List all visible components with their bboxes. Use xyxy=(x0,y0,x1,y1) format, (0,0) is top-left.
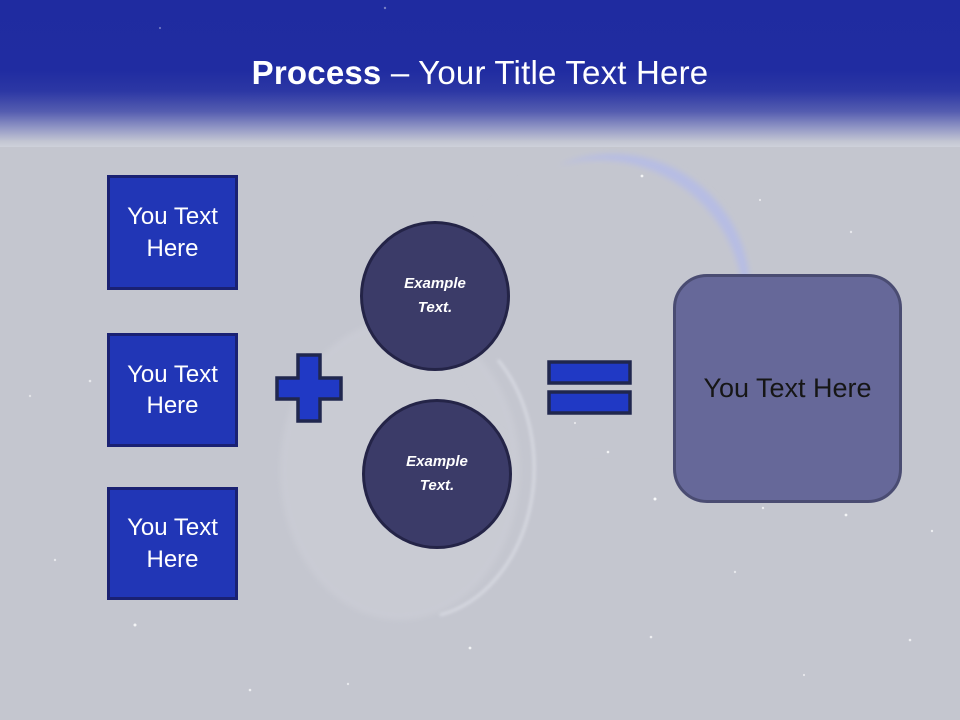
example-circle-1: Example Text. xyxy=(360,221,510,371)
input-box-1: You Text Here xyxy=(107,175,238,290)
slide-title: Process – Your Title Text Here xyxy=(0,54,960,92)
plus-icon xyxy=(275,353,343,423)
star-field xyxy=(28,6,934,692)
result-box: You Text Here xyxy=(673,274,902,503)
title-rest: – Your Title Text Here xyxy=(381,54,709,91)
equals-icon xyxy=(547,360,632,415)
input-box-1-label: You Text Here xyxy=(127,203,218,262)
input-box-2: You Text Here xyxy=(107,333,238,447)
header-band xyxy=(0,0,960,147)
example-circle-2: Example Text. xyxy=(362,399,512,549)
input-box-3: You Text Here xyxy=(107,487,238,600)
example-circle-1-label: Example Text. xyxy=(404,275,466,316)
result-box-label: You Text Here xyxy=(703,373,872,403)
input-box-2-label: You Text Here xyxy=(127,360,218,419)
example-circle-2-label: Example Text. xyxy=(406,453,468,494)
input-box-3-label: You Text Here xyxy=(127,514,218,573)
title-keyword: Process xyxy=(251,54,382,91)
